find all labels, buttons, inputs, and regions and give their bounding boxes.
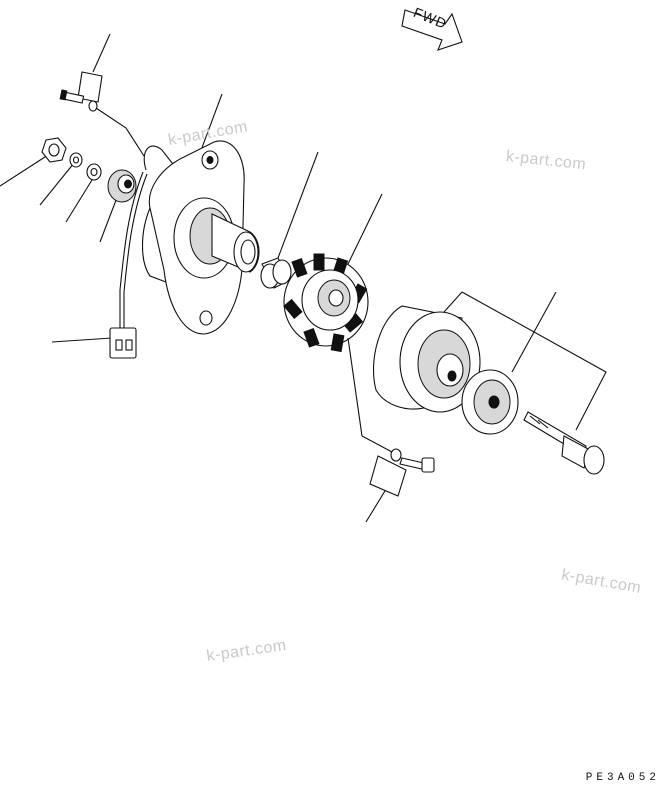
- drawing-code: PE3A052: [585, 772, 660, 784]
- leader-lines: [0, 33, 607, 523]
- idler-bracket: [142, 140, 260, 335]
- pulley-bolt: [523, 411, 605, 475]
- tensioner-spring-plate: [283, 253, 369, 437]
- pulley-washer: [461, 369, 519, 435]
- spacer-collar: [260, 257, 292, 289]
- nut-and-washers: [41, 137, 137, 203]
- idler-pulley: [372, 305, 481, 413]
- sensor-harness: [109, 145, 177, 359]
- bolt-lower: [361, 435, 435, 497]
- bolt-upper-left: [59, 71, 145, 157]
- fwd-arrow-icon: [401, 9, 463, 51]
